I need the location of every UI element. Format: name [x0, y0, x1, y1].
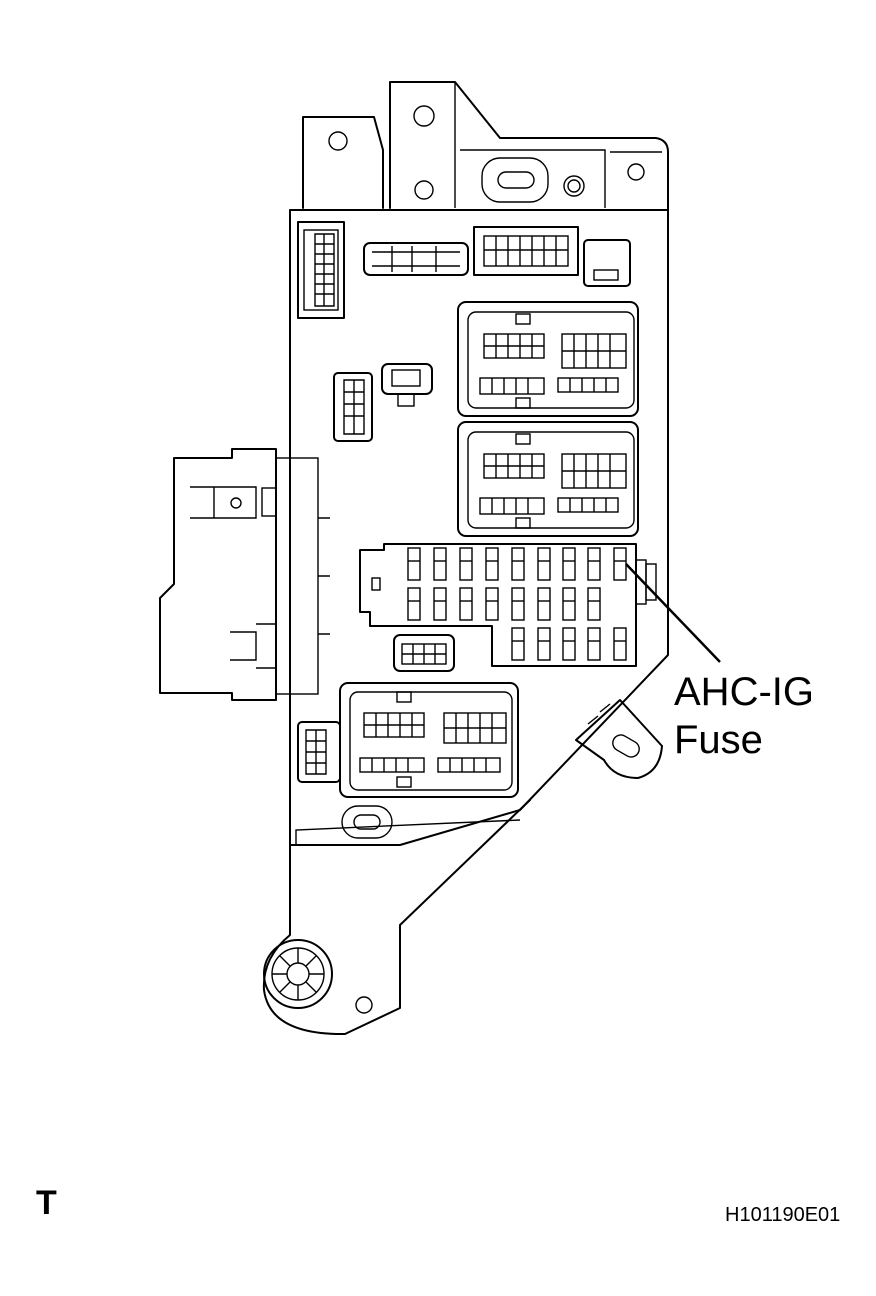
fuse-slot: [407, 547, 421, 581]
connector-top-middle: [363, 242, 469, 276]
fuse-slot: [587, 627, 601, 661]
connector-top-right: [473, 226, 579, 276]
fuse-slots: [407, 547, 627, 661]
connector-middle-small: [381, 363, 433, 407]
fuse-slot: [562, 587, 576, 621]
fuse-slot: [587, 587, 601, 621]
connector-top-far-right: [583, 239, 631, 287]
fuse-slot: [459, 587, 473, 621]
right-mounting-bracket: [575, 699, 663, 779]
fuse-slot: [511, 627, 525, 661]
bottom-bolt-boss: [263, 939, 373, 1014]
junction-block-housing: [262, 209, 669, 1036]
connector-left-vertical: [333, 372, 373, 442]
fuse-slot: [485, 547, 499, 581]
fuse-slot: [511, 547, 525, 581]
view-letter: T: [36, 1184, 57, 1222]
fuse-slot: [433, 547, 447, 581]
figure-code: H101190E01: [725, 1204, 841, 1226]
callout-leader-line: [625, 563, 721, 663]
connector-large-lower: [457, 421, 639, 537]
top-mounting-tabs: [302, 81, 669, 211]
fuse-slot: [537, 587, 551, 621]
connector-bottom-left: [297, 721, 341, 783]
bottom-mounting-hole: [341, 805, 393, 839]
connector-bottom-large: [339, 682, 519, 798]
connector-top-left: [297, 221, 345, 319]
fuse-slot: [433, 587, 447, 621]
fuse-slot: [537, 547, 551, 581]
callout-label-line2: Fuse: [674, 718, 763, 762]
fuse-slot: [562, 547, 576, 581]
fuse-slot: [613, 627, 627, 661]
fuse-slot: [407, 587, 421, 621]
callout-label-line1: AHC-IG: [674, 670, 814, 714]
fuse-slot: [459, 547, 473, 581]
left-side-bracket: [159, 448, 330, 701]
fuse-slot: [511, 587, 525, 621]
connector-below-fuses: [393, 634, 455, 672]
fuse-slot: [537, 627, 551, 661]
fuse-slot: [562, 627, 576, 661]
connector-large-upper: [457, 301, 639, 417]
fuse-slot: [485, 587, 499, 621]
fuse-slot: [587, 547, 601, 581]
